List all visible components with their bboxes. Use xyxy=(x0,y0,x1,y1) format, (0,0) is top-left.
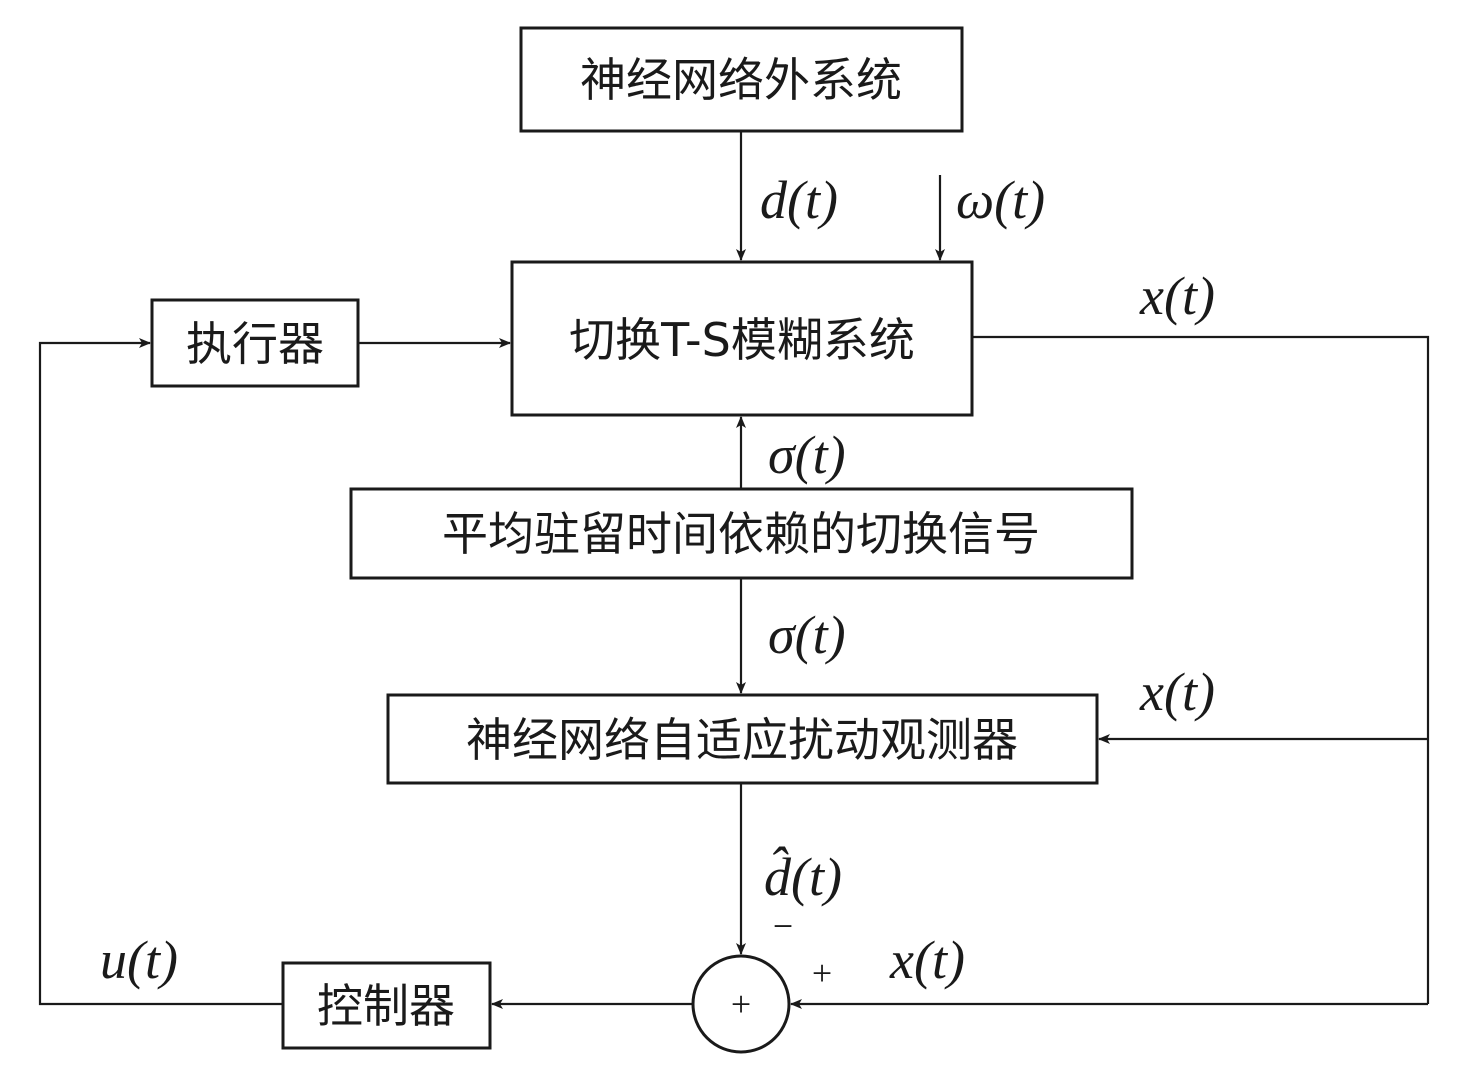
block-controller: 控制器 xyxy=(281,961,492,1050)
label-sigma-up: σ(t) xyxy=(768,425,846,485)
label-x-top: x(t) xyxy=(1139,266,1215,326)
summing-junction: + xyxy=(691,954,791,1054)
block-actuator-label: 执行器 xyxy=(186,317,324,371)
label-x-observer: x(t) xyxy=(1139,662,1215,722)
block-switching-signal: 平均驻留时间依赖的切换信号 xyxy=(349,487,1134,580)
block-exosystem: 神经网络外系统 xyxy=(519,26,964,133)
block-observer: 神经网络自适应扰动观测器 xyxy=(386,693,1099,785)
minus-sign: − xyxy=(773,906,793,946)
block-switching-signal-label: 平均驻留时间依赖的切换信号 xyxy=(442,507,1040,561)
sum-symbol: + xyxy=(731,984,751,1024)
plus-sign: + xyxy=(812,953,832,993)
block-controller-label: 控制器 xyxy=(317,979,455,1033)
label-x-sum: x(t) xyxy=(889,930,965,990)
line-x-output xyxy=(973,335,1430,1004)
label-omega: ω(t) xyxy=(956,170,1045,230)
label-d-hat: d̂(t) xyxy=(764,845,842,907)
block-observer-label: 神经网络自适应扰动观测器 xyxy=(466,713,1018,767)
label-d: d(t) xyxy=(760,170,838,230)
label-sigma-down: σ(t) xyxy=(768,605,846,665)
label-u: u(t) xyxy=(100,930,178,990)
arrow-u-feedback xyxy=(38,338,283,1006)
block-actuator: 执行器 xyxy=(150,298,360,388)
block-exosystem-label: 神经网络外系统 xyxy=(580,53,902,107)
block-ts-system-label: 切换T-S模糊系统 xyxy=(569,313,915,367)
block-ts-system: 切换T-S模糊系统 xyxy=(510,260,974,417)
